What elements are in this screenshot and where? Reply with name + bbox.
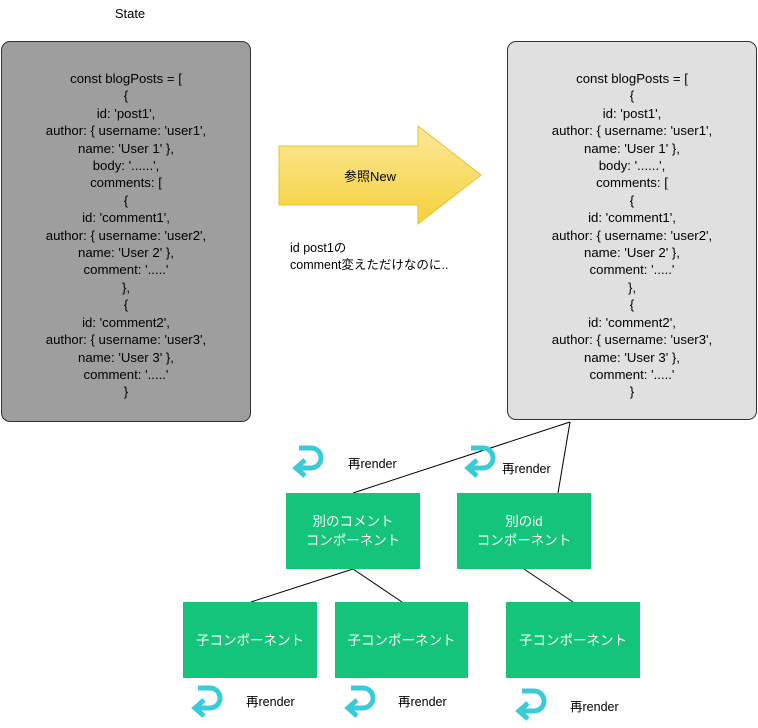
return-arrow-icon bbox=[344, 685, 376, 718]
code-line: name: 'User 2' }, bbox=[78, 245, 174, 261]
code-line: comments: [ bbox=[596, 175, 668, 191]
code-line: }, bbox=[121, 279, 131, 295]
node-label-line2: コンポーネント bbox=[305, 533, 401, 548]
state-old-code: const blogPosts = [ { id: 'post1', autho… bbox=[46, 70, 206, 401]
code-line: }, bbox=[627, 279, 637, 295]
state-new-box: const blogPosts = [ { id: 'post1', autho… bbox=[507, 41, 757, 420]
reference-arrow-shape bbox=[278, 124, 482, 226]
edge-comment-to-child1 bbox=[250, 568, 354, 603]
node-child-component-1[interactable]: 子コンポーネント bbox=[183, 602, 317, 678]
return-arrow-icon bbox=[292, 445, 324, 478]
change-note-line2: comment変えただけなのに.. bbox=[290, 258, 449, 272]
code-line: comment: '.....' bbox=[589, 262, 675, 278]
code-line: name: 'User 3' }, bbox=[584, 349, 680, 365]
code-line: comments: [ bbox=[90, 175, 162, 191]
edge-state-to-other-comment bbox=[352, 421, 571, 494]
edge-state-to-other-id bbox=[557, 421, 571, 494]
rerender-label: 再render bbox=[398, 695, 447, 709]
node-other-id-component[interactable]: 別のid コンポーネント bbox=[457, 493, 591, 569]
change-note: id post1の comment変えただけなのに.. bbox=[290, 240, 448, 274]
node-label: 子コンポーネント bbox=[347, 632, 456, 648]
code-line: { bbox=[629, 192, 635, 208]
code-line: { bbox=[123, 88, 129, 104]
code-line: { bbox=[629, 88, 635, 104]
code-line: author: { username: 'user1', bbox=[551, 123, 713, 139]
node-label-line1: 別のコメント bbox=[312, 514, 394, 529]
code-line: id: 'comment2', bbox=[82, 314, 170, 330]
code-line: comment: '.....' bbox=[589, 366, 675, 382]
code-line: name: 'User 2' }, bbox=[584, 245, 680, 261]
reference-arrow-label: 参照New bbox=[343, 169, 396, 184]
code-line: author: { username: 'user1', bbox=[45, 123, 207, 139]
code-line: id: 'comment1', bbox=[82, 210, 170, 226]
code-line: { bbox=[123, 297, 129, 313]
rerender-label: 再render bbox=[246, 695, 295, 709]
code-line: const blogPosts = [ bbox=[70, 71, 182, 86]
code-line: author: { username: 'user2', bbox=[551, 227, 713, 243]
state-new-code: const blogPosts = [ { id: 'post1', autho… bbox=[552, 70, 712, 401]
code-line: } bbox=[629, 384, 635, 400]
state-old-box: const blogPosts = [ { id: 'post1', autho… bbox=[1, 41, 251, 422]
code-line: { bbox=[629, 297, 635, 313]
node-child-component-2[interactable]: 子コンポーネント bbox=[335, 602, 468, 678]
node-label: 子コンポーネント bbox=[519, 632, 627, 648]
change-note-line1: id post1の bbox=[290, 241, 347, 255]
code-line: comment: '.....' bbox=[83, 366, 169, 382]
code-line: name: 'User 1' }, bbox=[584, 140, 680, 156]
code-line: body: '......', bbox=[598, 158, 666, 174]
rerender-label: 再render bbox=[348, 457, 397, 471]
code-line: id: 'post1', bbox=[96, 105, 156, 121]
code-line: name: 'User 1' }, bbox=[78, 140, 174, 156]
node-other-comment-component[interactable]: 別のコメント コンポーネント bbox=[286, 493, 420, 569]
edge-id-to-child3 bbox=[523, 568, 574, 603]
return-arrow-icon bbox=[515, 688, 547, 721]
rerender-label: 再render bbox=[502, 462, 551, 476]
edge-comment-to-child2 bbox=[352, 568, 403, 603]
state-title: State bbox=[114, 6, 146, 21]
rerender-label: 再render bbox=[570, 700, 619, 714]
code-line: author: { username: 'user3', bbox=[45, 332, 207, 348]
code-line: author: { username: 'user3', bbox=[551, 332, 713, 348]
code-line: comment: '.....' bbox=[83, 262, 169, 278]
return-arrow-icon bbox=[191, 685, 223, 718]
code-line: name: 'User 3' }, bbox=[78, 349, 174, 365]
node-label: 子コンポーネント bbox=[196, 632, 304, 648]
code-line: } bbox=[123, 384, 129, 400]
code-line: const blogPosts = [ bbox=[576, 71, 688, 86]
node-label-line2: コンポーネント bbox=[476, 533, 572, 548]
code-line: body: '......', bbox=[92, 158, 160, 174]
code-line: id: 'post1', bbox=[602, 105, 662, 121]
code-line: author: { username: 'user2', bbox=[45, 227, 207, 243]
code-line: { bbox=[123, 192, 129, 208]
code-line: id: 'comment1', bbox=[588, 210, 676, 226]
node-label-line1: 別のid bbox=[505, 514, 543, 529]
code-line: id: 'comment2', bbox=[588, 314, 676, 330]
return-arrow-icon bbox=[464, 445, 496, 478]
node-child-component-3[interactable]: 子コンポーネント bbox=[506, 602, 640, 678]
